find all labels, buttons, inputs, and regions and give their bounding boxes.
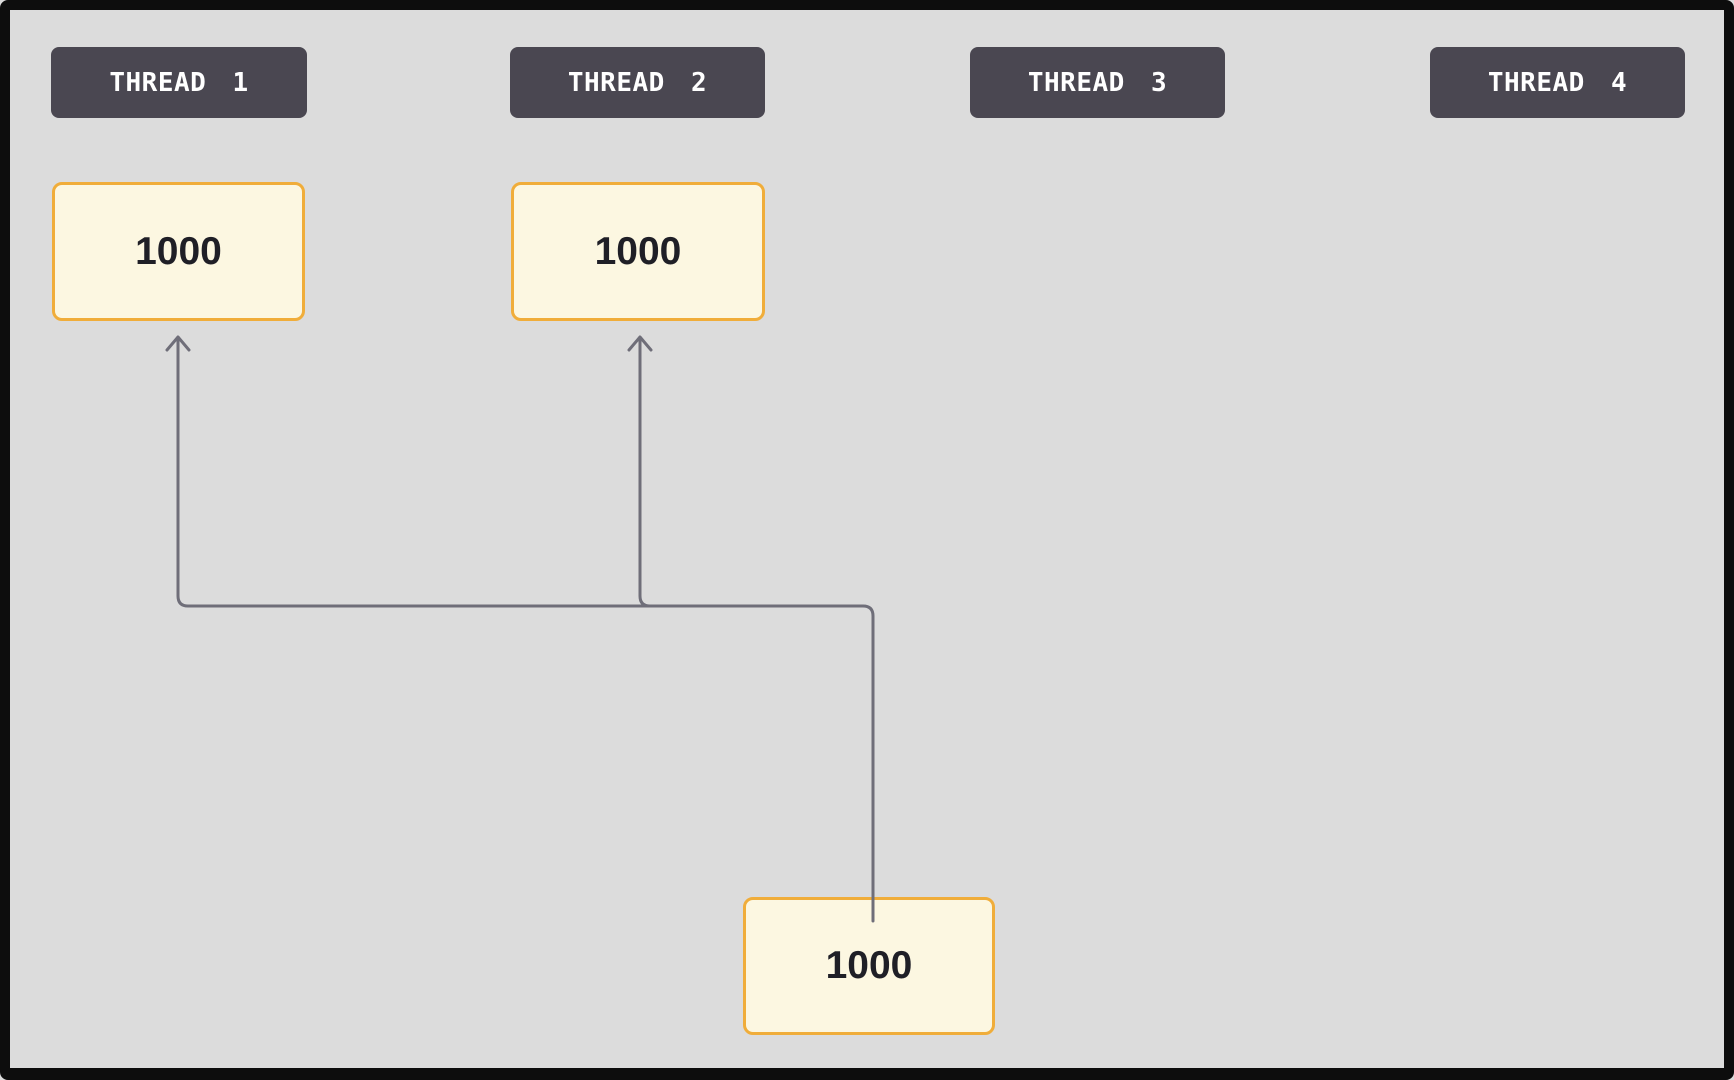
- thread-2-value: 1000: [594, 229, 682, 273]
- arrow-shaft-source-to-thread-1: [176, 336, 875, 923]
- thread-1-label: THREAD 1: [109, 67, 249, 98]
- arrowhead-thread-2-icon: [627, 335, 653, 352]
- arrowhead-thread-1-icon: [165, 335, 191, 352]
- thread-4-header: THREAD 4: [1430, 47, 1685, 118]
- arrow-branch-source-to-thread-2: [638, 336, 652, 608]
- thread-2-label: THREAD 2: [567, 67, 708, 98]
- source-value-box: 1000: [743, 897, 995, 1035]
- thread-2-header: THREAD 2: [510, 47, 765, 118]
- thread-1-value-box: 1000: [52, 182, 305, 321]
- thread-4-label: THREAD 4: [1487, 67, 1628, 98]
- thread-1-header: THREAD 1: [51, 47, 307, 118]
- thread-2-value-box: 1000: [511, 182, 765, 321]
- thread-3-header: THREAD 3: [970, 47, 1225, 118]
- thread-1-value: 1000: [135, 229, 222, 273]
- thread-3-label: THREAD 3: [1027, 67, 1168, 98]
- source-value: 1000: [825, 944, 913, 987]
